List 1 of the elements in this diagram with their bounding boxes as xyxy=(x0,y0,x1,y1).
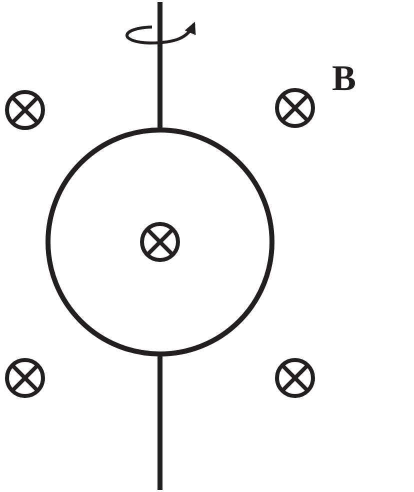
field-label: B xyxy=(332,60,356,96)
